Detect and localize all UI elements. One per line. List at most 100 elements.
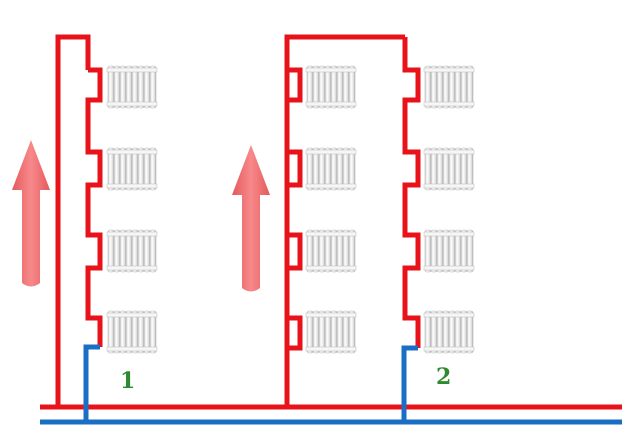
radiator-fin [125, 229, 133, 273]
radiator-fin [137, 65, 145, 109]
radiator-fin [306, 65, 314, 109]
radiator-icon [305, 65, 357, 109]
system-1-label: 1 [120, 368, 135, 394]
radiator-fin [312, 310, 320, 354]
radiator-fin [342, 229, 350, 273]
up-arrow-icon [12, 140, 50, 287]
radiator-collector [423, 67, 475, 73]
radiator-icon [106, 229, 158, 273]
radiator-fin [312, 229, 320, 273]
radiator-fin [318, 147, 326, 191]
radiator-fin [460, 310, 468, 354]
radiator-fin [107, 310, 115, 354]
radiator-fin [424, 147, 432, 191]
radiator-fin [330, 147, 338, 191]
radiator-fin [318, 229, 326, 273]
radiator-fin [324, 229, 332, 273]
radiator-fin [137, 229, 145, 273]
radiator-fin [306, 147, 314, 191]
radiator-fin [342, 310, 350, 354]
system-1-supply-riser [55, 34, 91, 407]
radiator-fin [336, 229, 344, 273]
radiator-fin [460, 65, 468, 109]
radiator-fin [436, 147, 444, 191]
radiator-icon [423, 310, 475, 354]
radiator-collector [305, 101, 357, 107]
radiator-icon [423, 65, 475, 109]
radiator-fin [312, 147, 320, 191]
radiator-icon [305, 310, 357, 354]
radiator-fin [454, 310, 462, 354]
radiator-fin [131, 229, 139, 273]
radiator-fin [348, 65, 356, 109]
radiator-fin [424, 65, 432, 109]
radiator-fin [318, 65, 326, 109]
radiator-collector [305, 183, 357, 189]
radiator-fin [107, 147, 115, 191]
radiator-collector [423, 231, 475, 237]
radiator-fin [442, 147, 450, 191]
radiator-fin [312, 65, 320, 109]
radiator-fin [143, 229, 151, 273]
radiator-fin [137, 310, 145, 354]
radiator-collector [423, 265, 475, 271]
radiator-collector [106, 101, 158, 107]
radiator-fin [324, 147, 332, 191]
radiator-fin [348, 310, 356, 354]
radiator-collector [423, 101, 475, 107]
radiator-fin [107, 65, 115, 109]
radiator-fin [454, 65, 462, 109]
radiator-fin [306, 310, 314, 354]
radiator-fin [131, 147, 139, 191]
radiator-fin [448, 147, 456, 191]
radiator-fin [131, 65, 139, 109]
radiator-collector [305, 149, 357, 155]
radiator-fin [442, 65, 450, 109]
system-2-label: 2 [436, 364, 451, 390]
system-1-radiator-loop [85, 67, 103, 347]
up-arrow-icon [232, 145, 270, 292]
radiator-icon [106, 147, 158, 191]
radiator-fin [149, 147, 157, 191]
radiator-fin [460, 229, 468, 273]
radiator-fin [454, 147, 462, 191]
system-2-left-loop [284, 67, 303, 351]
radiator-fin [430, 147, 438, 191]
radiator-fin [436, 310, 444, 354]
radiator-fin [342, 65, 350, 109]
radiator-fin [424, 310, 432, 354]
radiator-fin [430, 65, 438, 109]
radiator-fin [324, 65, 332, 109]
radiator-collector [106, 149, 158, 155]
radiator-fin [149, 310, 157, 354]
radiator-fin [125, 147, 133, 191]
radiator-collector [423, 312, 475, 318]
radiator-fin [448, 310, 456, 354]
radiator-fin [336, 147, 344, 191]
system-1-return-pipe [83, 344, 100, 422]
radiator-fin [125, 310, 133, 354]
radiator-fin [107, 229, 115, 273]
radiator-fin [119, 310, 127, 354]
radiator-icon [305, 229, 357, 273]
radiator-fin [348, 229, 356, 273]
radiator-collector [106, 312, 158, 318]
system-2-return-pipe [401, 345, 418, 422]
radiator-fin [330, 65, 338, 109]
radiator-collector [305, 312, 357, 318]
radiator-collector [305, 231, 357, 237]
radiator-collector [106, 183, 158, 189]
radiator-icon [106, 310, 158, 354]
radiator-fin [113, 65, 121, 109]
radiator-fin [448, 229, 456, 273]
radiator-collector [106, 346, 158, 352]
radiator-collector [423, 183, 475, 189]
radiator-fin [125, 65, 133, 109]
radiator-fin [149, 65, 157, 109]
radiator-fin [149, 229, 157, 273]
radiator-collector [305, 67, 357, 73]
radiator-collector [106, 67, 158, 73]
radiator-fin [143, 147, 151, 191]
radiator-fin [466, 147, 474, 191]
